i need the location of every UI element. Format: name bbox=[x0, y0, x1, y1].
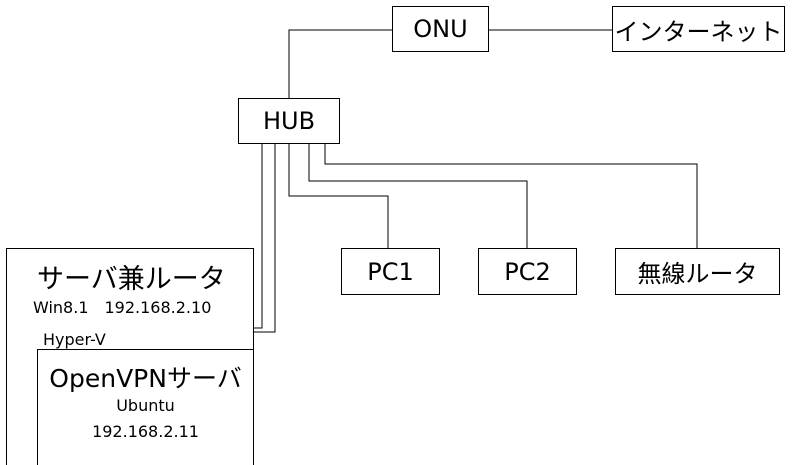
hub-label: HUB bbox=[262, 107, 316, 135]
onu-node: ONU bbox=[392, 6, 489, 52]
vpn-server-title: OpenVPNサーバ bbox=[49, 364, 242, 393]
vpn-server-node: OpenVPNサーバ Ubuntu 192.168.2.11 bbox=[37, 349, 254, 465]
server-router-title: サーバ兼ルータ bbox=[37, 264, 226, 295]
hypervisor-label: Hyper-V bbox=[43, 330, 106, 349]
link-hub-pc1 bbox=[288, 144, 389, 248]
hub-node: HUB bbox=[238, 98, 340, 144]
pc1-label: PC1 bbox=[367, 257, 414, 286]
vpn-server-ip: 192.168.2.11 bbox=[92, 422, 199, 441]
link-hub-pc2 bbox=[308, 144, 528, 248]
wireless-router-label: 無線ルータ bbox=[637, 260, 758, 288]
server-router-os-ip: Win8.1 192.168.2.10 bbox=[33, 298, 212, 317]
internet-label: インターネット bbox=[614, 17, 783, 46]
pc1-node: PC1 bbox=[341, 248, 440, 295]
pc2-node: PC2 bbox=[478, 248, 577, 295]
onu-label: ONU bbox=[413, 15, 468, 43]
link-hub-server-router bbox=[254, 144, 263, 329]
pc2-label: PC2 bbox=[504, 257, 551, 286]
link-hub-onu bbox=[288, 29, 392, 98]
vpn-server-os: Ubuntu bbox=[116, 396, 175, 415]
link-hub-wireless-router bbox=[324, 144, 698, 248]
link-hub-vpn-server bbox=[254, 144, 276, 333]
internet-node: インターネット bbox=[612, 6, 785, 52]
wireless-router-node: 無線ルータ bbox=[615, 248, 780, 295]
